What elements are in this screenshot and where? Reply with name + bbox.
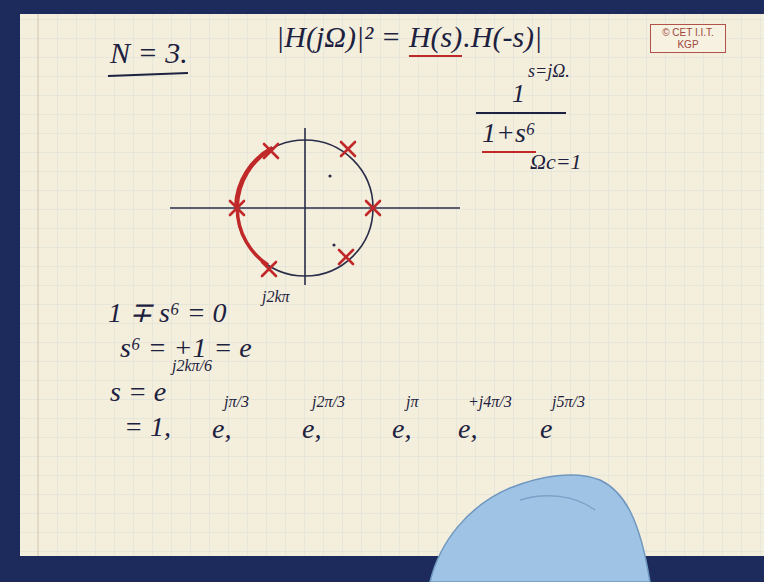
handwritten-label: e, xyxy=(458,414,477,445)
glove-fold xyxy=(520,496,595,510)
handwritten-label: |H(jΩ)|² = xyxy=(276,20,401,53)
dot xyxy=(332,243,335,246)
grid xyxy=(20,14,764,556)
handwritten-label: j2kπ xyxy=(262,288,290,306)
handwritten-label: H(s) xyxy=(409,20,462,57)
handwritten-label: s=jΩ. xyxy=(528,62,570,82)
handwritten-label: j2π/3 xyxy=(312,393,345,411)
handwritten-label: jπ xyxy=(406,393,418,411)
handwritten-label: e, xyxy=(302,414,321,445)
glove xyxy=(430,475,650,582)
handwritten-label: +j4π/3 xyxy=(468,393,512,411)
fraction-bar xyxy=(476,112,566,114)
red-arc xyxy=(237,150,270,265)
handwritten-label: jπ/3 xyxy=(224,393,249,411)
handwritten-label: = 1, xyxy=(124,412,171,443)
real-axis xyxy=(170,207,460,209)
imag-axis xyxy=(304,128,306,285)
handwritten-label: e, xyxy=(212,414,231,445)
handwritten-label: 1+s⁶ xyxy=(482,118,536,153)
handwritten-label: e, xyxy=(392,414,411,445)
underline xyxy=(108,73,188,76)
watermark-box: © CET I.I.T. KGP xyxy=(650,24,726,53)
paper xyxy=(20,14,764,556)
handwritten-label: s = e xyxy=(110,377,166,408)
pole-marks xyxy=(230,142,380,276)
handwritten-label: j5π/3 xyxy=(552,393,585,411)
handwritten-label: N = 3. xyxy=(110,36,188,69)
dot xyxy=(328,174,331,177)
handwritten-label: 1 xyxy=(512,80,525,109)
handwritten-label: j2kπ/6 xyxy=(172,357,212,375)
unit-circle xyxy=(237,140,373,276)
handwritten-label: 1 ∓ s⁶ = 0 xyxy=(108,298,227,329)
handwritten-label: e xyxy=(540,414,552,445)
margin-line xyxy=(38,14,39,556)
handwritten-label: .H(-s)| xyxy=(463,20,542,53)
watermark-text: © CET I.I.T. KGP xyxy=(656,27,720,50)
handwritten-label: Ωc=1 xyxy=(530,150,582,174)
